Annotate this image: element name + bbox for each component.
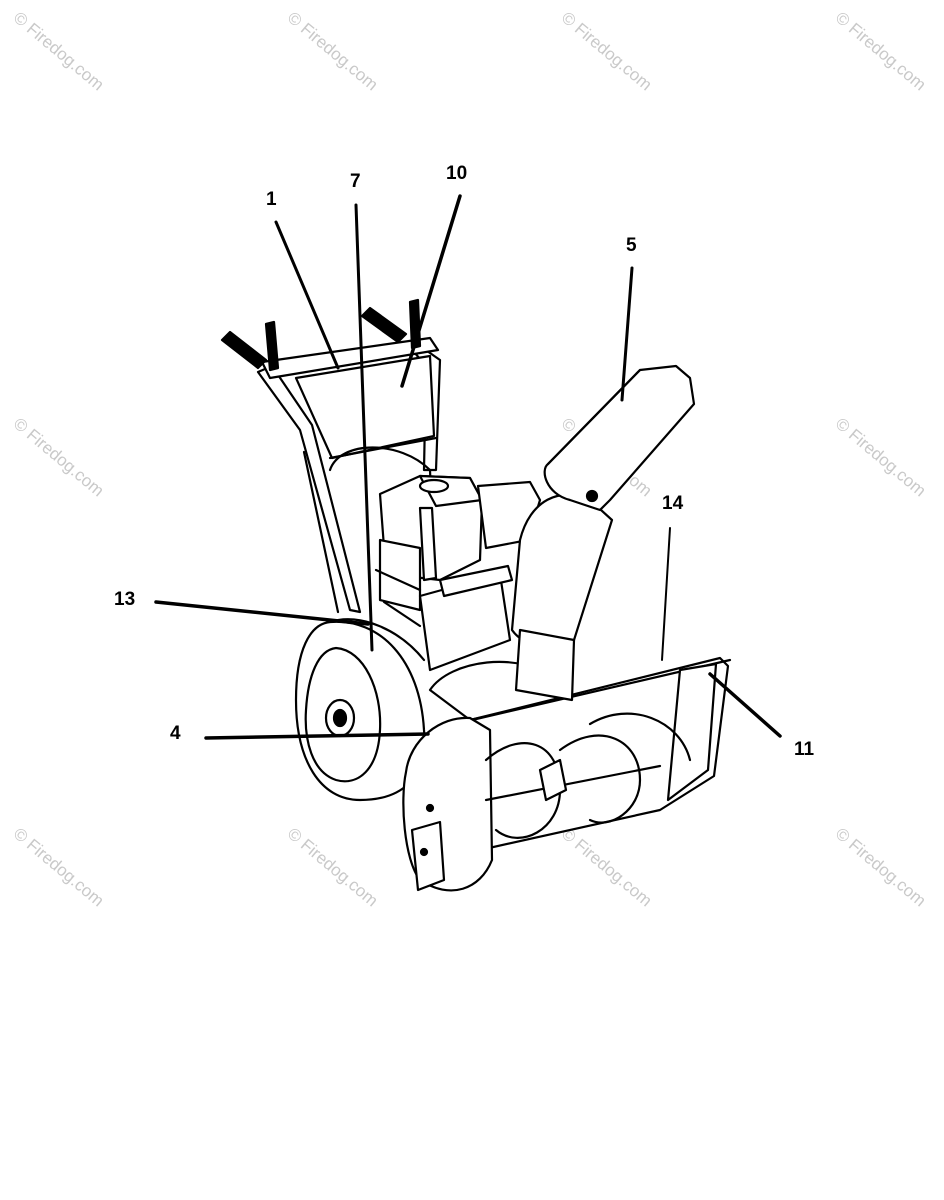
callout-1: 1 (266, 189, 277, 210)
callout-5: 5 (626, 235, 637, 256)
engine (374, 474, 542, 672)
callout-7: 7 (350, 171, 361, 192)
callout-leaders (154, 194, 782, 740)
callout-14: 14 (662, 493, 684, 514)
handle-assembly (220, 298, 442, 614)
wheel (294, 618, 426, 802)
callout-11: 11 (794, 739, 815, 760)
callout-13: 13 (114, 589, 136, 610)
callout-4: 4 (170, 723, 181, 744)
discharge-chute (510, 364, 696, 702)
callout-10: 10 (446, 163, 468, 184)
